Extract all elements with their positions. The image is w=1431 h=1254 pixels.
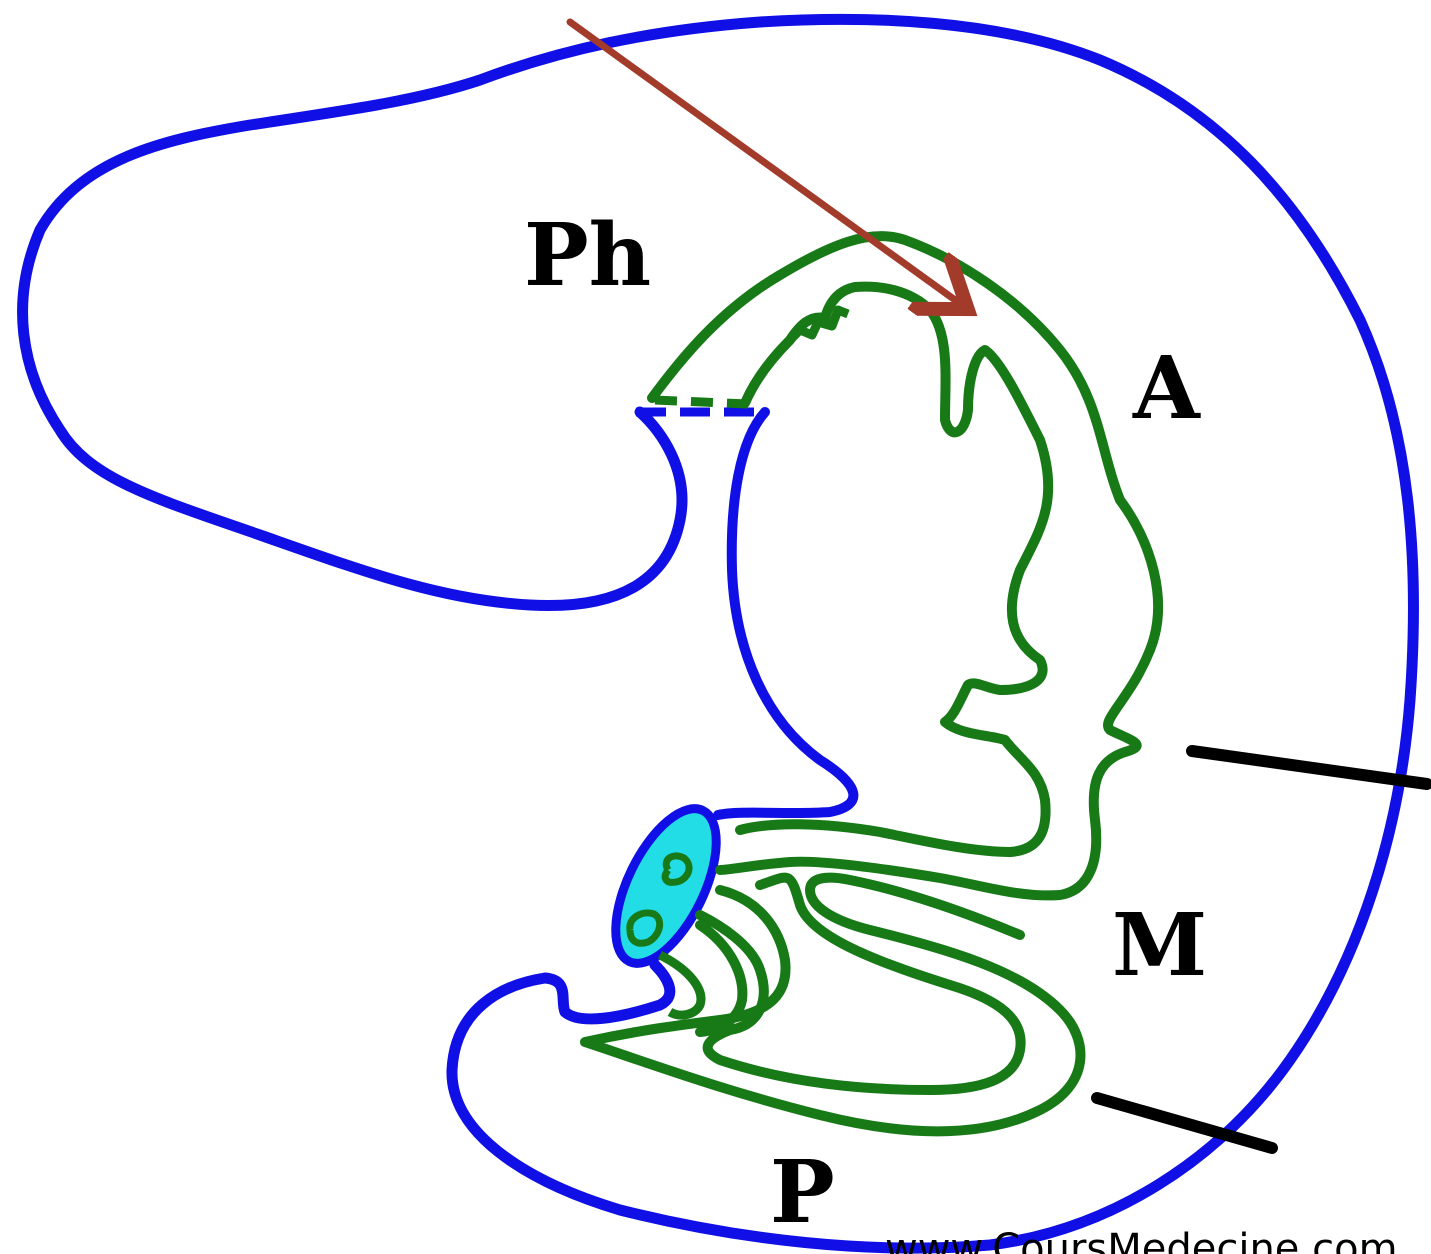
green-loop-inner — [695, 872, 1026, 1095]
outer-body-outline — [17, 13, 1419, 1254]
label-m: M — [1112, 895, 1207, 996]
label-p: P — [770, 1142, 835, 1243]
pointer-arrow — [566, 18, 962, 305]
bud-circle-lower — [626, 909, 664, 947]
bud-circle-upper — [661, 852, 693, 886]
label-ph: Ph — [524, 205, 651, 306]
green-outer-wall — [647, 231, 1163, 901]
divider-line-lower — [1091, 1092, 1278, 1154]
inner-body-outline — [713, 407, 859, 820]
watermark: www.CoursMedecine.com — [885, 1226, 1398, 1254]
label-a: A — [1132, 338, 1201, 439]
divider-line-upper — [1186, 745, 1431, 790]
foregut-dashed-green — [654, 395, 749, 409]
green-inner-wall — [735, 281, 1054, 857]
cyan-organ-bud — [611, 804, 721, 968]
green-hook — [657, 950, 706, 1020]
green-dentate-edge — [786, 305, 850, 344]
